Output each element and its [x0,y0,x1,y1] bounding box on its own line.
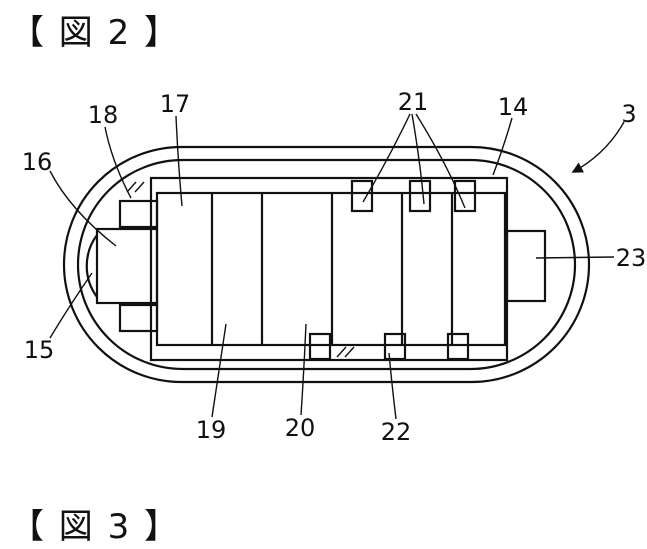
ref-label-20: 20 [285,414,316,442]
left-side-tabs [118,199,159,333]
hatch-mark [336,346,355,358]
reference-numerals: 18 17 21 14 3 16 23 15 19 20 22 [22,88,647,446]
leader-line-14 [492,117,513,176]
leader-arrow-3 [571,121,625,173]
ref-label-17: 17 [160,90,191,118]
figure3-caption: 【 図 3 】 [10,507,180,547]
cell-dividers [210,193,454,345]
side-tab [118,199,159,229]
left-terminal-block [95,227,159,305]
figure2-caption: 【 図 2 】 [10,13,180,53]
leader-line-19 [211,323,227,418]
ref-label-18: 18 [88,101,119,129]
leader-line-18 [104,126,132,199]
hatch-mark [126,181,145,193]
capsule-shell [62,145,591,384]
leader-line-23 [535,256,615,259]
right-terminal-block [505,229,547,303]
ref-label-19: 19 [196,416,227,444]
ref-label-22: 22 [381,418,412,446]
leader-line-21c [415,113,466,209]
ref-label-23: 23 [616,244,647,272]
leader-line-17 [175,115,183,207]
leader-line-21a [362,113,411,203]
clamp-tab [446,332,470,361]
side-tab [118,303,159,333]
ref-label-15: 15 [24,336,55,364]
clamp-tab [453,179,477,213]
left-cap-lens [85,234,98,298]
outer-shell-outline [62,145,591,384]
clamp-tab [383,332,407,361]
leader-lines [49,113,625,420]
holder-frame [149,176,509,362]
ref-label-16: 16 [22,148,53,176]
ref-label-21: 21 [398,88,429,116]
leader-line-21b [411,113,425,205]
top-clamp-tabs [350,179,477,213]
ref-label-3: 3 [621,100,636,128]
ref-label-14: 14 [498,93,529,121]
clamp-tab [350,179,374,213]
leader-line-16 [49,170,117,247]
hatch-marks [126,181,355,358]
leader-line-20 [300,323,307,416]
bottom-clamp-tabs [308,332,470,361]
clamp-tab [408,179,432,213]
leader-line-22 [388,352,397,420]
leader-line-15 [49,272,93,339]
clamp-tab [308,332,332,361]
inner-shell-outline [76,158,577,371]
